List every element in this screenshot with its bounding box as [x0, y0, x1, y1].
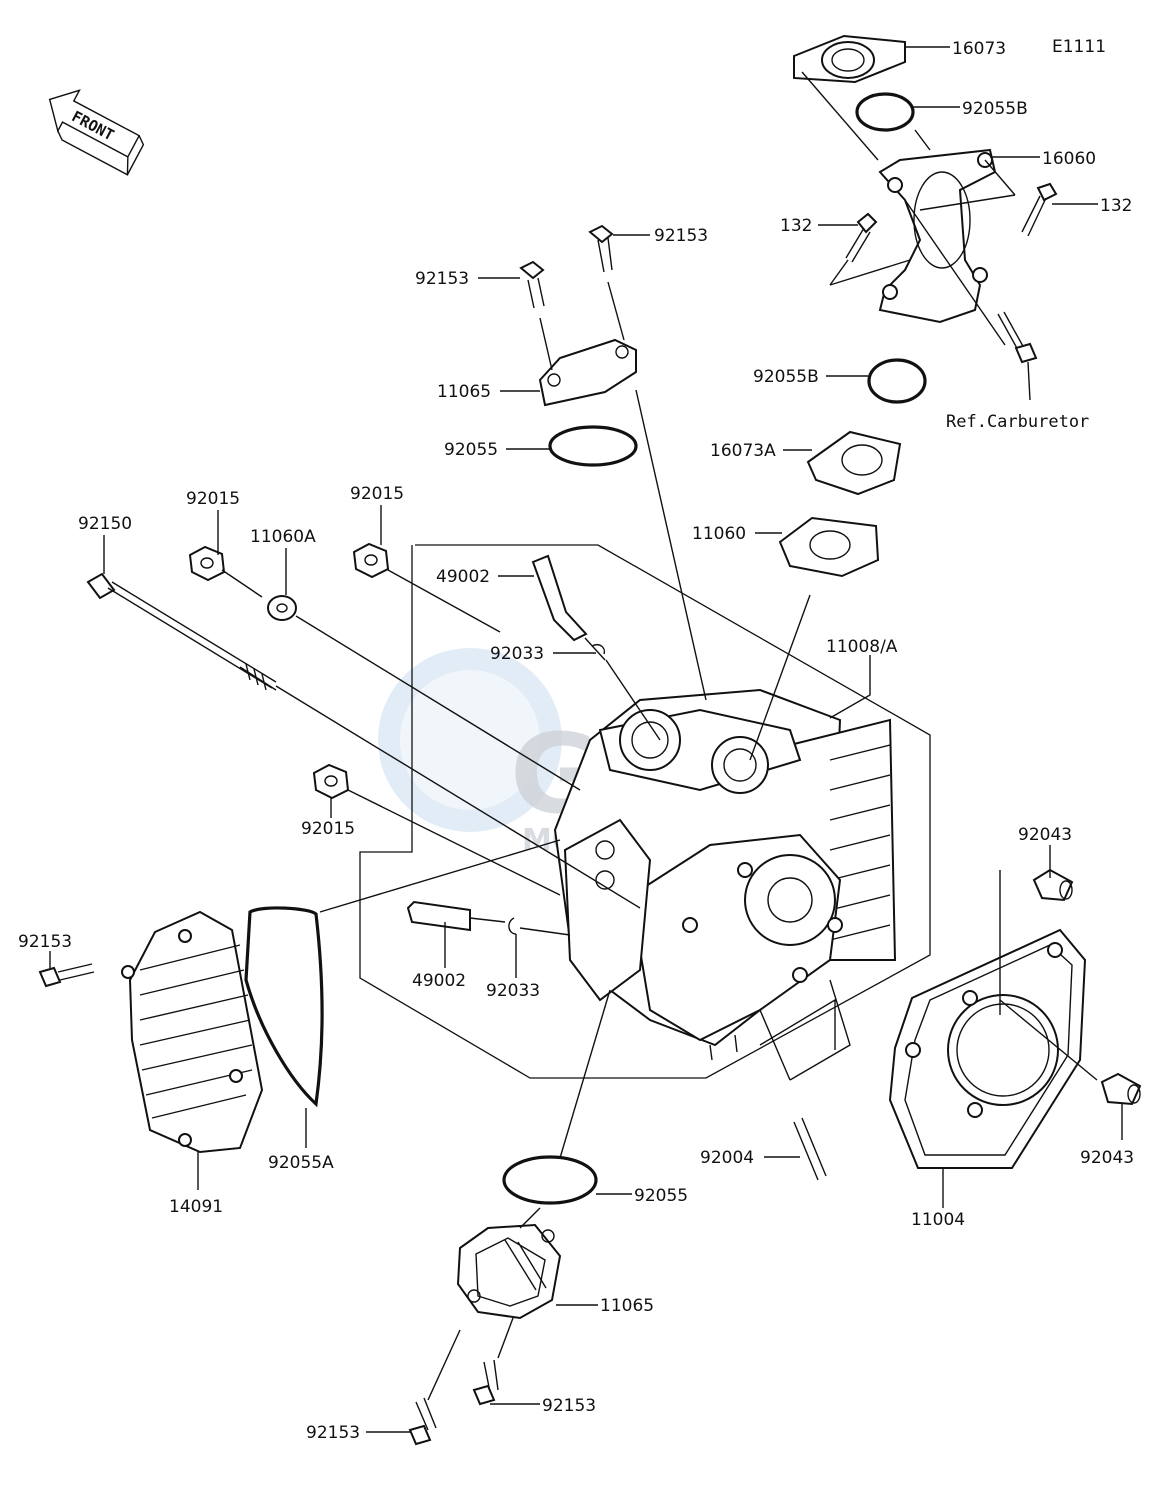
cylinder-head [553, 688, 897, 1061]
part-label: 11060A [250, 527, 316, 547]
part-label: 92015 [186, 489, 240, 509]
ref-carburetor-label: Ref.Carburetor [946, 412, 1089, 432]
part-label: 16060 [1042, 149, 1096, 169]
part-label: 92153 [415, 269, 469, 289]
bolt-92153-bottom-right [472, 1359, 499, 1406]
adjuster-49002-top [531, 554, 661, 741]
stud-92004 [759, 979, 851, 1181]
part-label: 92055 [444, 440, 498, 460]
bolt-carburetor [997, 311, 1038, 401]
dowel-92043-bottom [1100, 1072, 1142, 1106]
part-label: 92015 [350, 484, 404, 504]
bolt-92153-side [38, 963, 95, 988]
nut-92015-b [352, 542, 501, 633]
part-label: 132 [1100, 196, 1132, 216]
part-label: 11008/A [826, 637, 898, 657]
part-label: 92004 [700, 1148, 754, 1168]
gasket-11060 [749, 516, 880, 761]
part-labels: 16073 92055B 16060 132 132 92153 92153 1… [18, 39, 1134, 1443]
nut-92015-c [312, 763, 561, 896]
part-label: 92055B [753, 367, 819, 387]
o-ring-92055-top [548, 425, 638, 467]
part-label: 92033 [490, 644, 544, 664]
o-ring-92055-bottom [502, 1155, 598, 1205]
part-label: 16073 [952, 39, 1006, 59]
head-gasket-11004 [888, 870, 1098, 1169]
nut-92015-a [188, 545, 263, 598]
tappet-cover-11065-top [519, 224, 707, 701]
part-label: 11065 [437, 382, 491, 402]
part-label: 92153 [18, 932, 72, 952]
bolt-132-right [1021, 182, 1058, 237]
part-label: 92055A [268, 1153, 334, 1173]
part-label: 11065 [600, 1296, 654, 1316]
intake-pipe-16060 [793, 34, 1016, 346]
part-label: 132 [780, 216, 812, 236]
diagram-code: E1111 [1052, 37, 1106, 57]
part-label: 11004 [911, 1210, 965, 1230]
part-label: 92043 [1018, 825, 1072, 845]
stud-bolt-92150 [86, 572, 641, 909]
dowel-92043-top [1032, 868, 1074, 902]
front-arrow-icon: FRONT [48, 89, 145, 176]
part-label: 92153 [654, 226, 708, 246]
adjuster-49002-bottom [406, 900, 571, 936]
part-label: 92055 [634, 1186, 688, 1206]
washer-11060a [267, 595, 581, 791]
side-cover-14091 [121, 910, 264, 1154]
bolt-132-left [829, 212, 878, 286]
bolt-92153-bottom-left [408, 1397, 437, 1446]
tappet-cover-11065-bottom [427, 1207, 562, 1401]
part-label: 11060 [692, 524, 746, 544]
part-label: 14091 [169, 1197, 223, 1217]
part-label: 92153 [542, 1396, 596, 1416]
insulator-16073a [806, 430, 902, 496]
part-label: 92153 [306, 1423, 360, 1443]
part-label: 92150 [78, 514, 132, 534]
gasket-92055a [244, 906, 324, 1108]
part-label: 49002 [412, 971, 466, 991]
part-label: 92033 [486, 981, 540, 1001]
o-ring-92055b [867, 358, 927, 404]
part-label: 92015 [301, 819, 355, 839]
part-label: 16073A [710, 441, 776, 461]
label-leaders [49, 46, 1123, 1433]
part-label: 92043 [1080, 1148, 1134, 1168]
part-label: 92055B [962, 99, 1028, 119]
part-label: 49002 [436, 567, 490, 587]
